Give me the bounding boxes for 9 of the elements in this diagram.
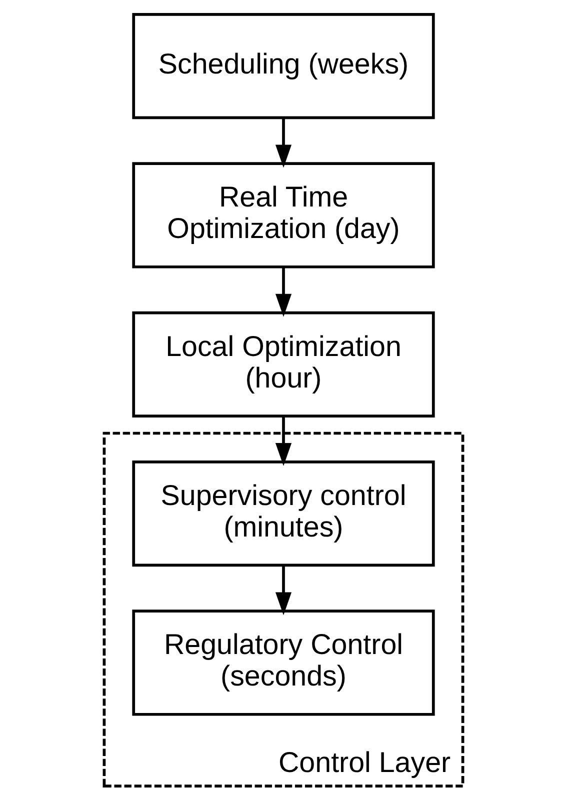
arrow [274,416,292,466]
arrow [274,565,292,616]
arrow [274,267,292,317]
node-box: Regulatory Control (seconds) [132,610,434,716]
node-box: Scheduling (weeks) [132,13,434,120]
node-box: Real Time Optimization (day) [132,162,434,268]
arrow [274,118,292,168]
node-box: Local Optimization (hour) [132,311,434,418]
node-box: Supervisory control (minutes) [132,460,434,567]
